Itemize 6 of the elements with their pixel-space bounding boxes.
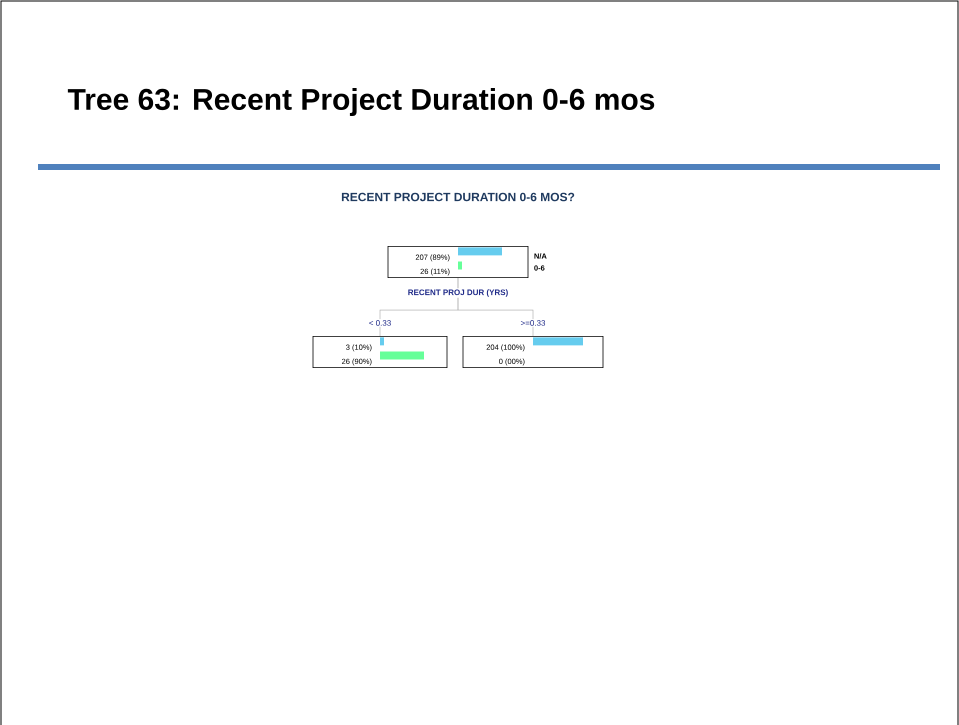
split-label: RECENT PROJ DUR (YRS): [406, 288, 510, 298]
title: Tree 63: Recent Project Duration 0-6 mos: [68, 88, 654, 116]
edge-label: < 0.33: [368, 319, 392, 327]
subtitle: RECENT PROJECT DURATION 0-6 MOS?: [342, 192, 574, 202]
connector: [458, 278, 534, 336]
edge-label: >=0.33: [520, 319, 546, 327]
